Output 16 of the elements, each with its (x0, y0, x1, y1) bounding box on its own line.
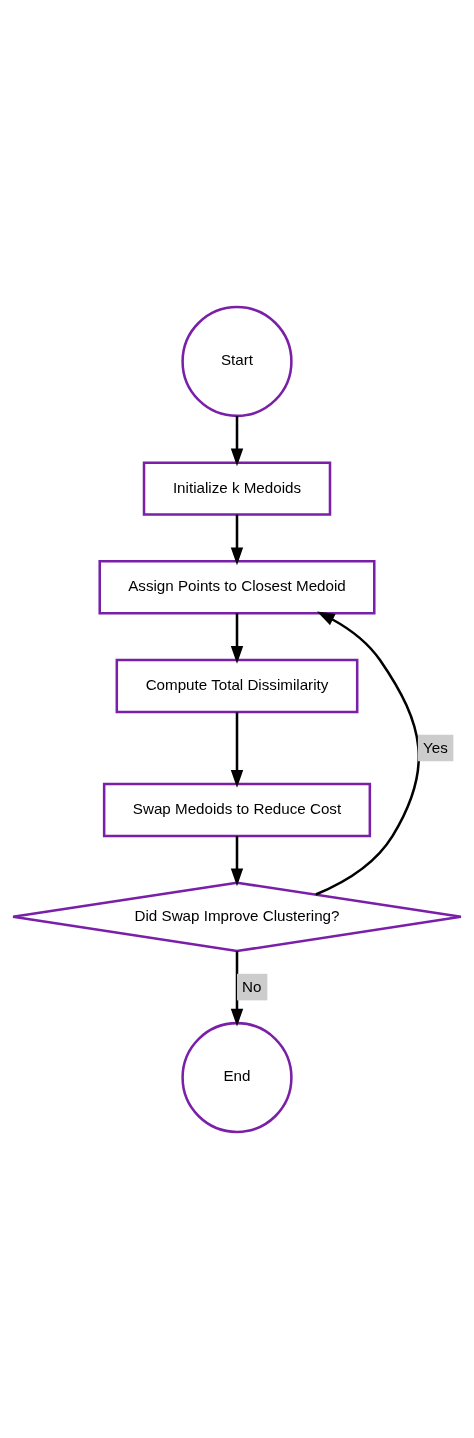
arrow (230, 415, 244, 466)
arrow (230, 950, 244, 1026)
arrow (230, 711, 244, 788)
arrow (230, 612, 244, 664)
node-circle: Start (181, 305, 293, 417)
node-box: Assign Points to Closest Medoid (98, 559, 376, 614)
node-box: Compute Total Dissimilarity (115, 658, 359, 713)
node-box: Initialize k Medoids (142, 460, 332, 516)
node-circle: End (181, 1021, 293, 1133)
arrow (230, 835, 244, 886)
arrow (315, 611, 420, 896)
edge-label: No (242, 977, 262, 995)
node-box: Swap Medoids to Reduce Cost (102, 782, 372, 837)
arrow (230, 514, 244, 565)
edge-label: Yes (422, 738, 448, 756)
node-diamond: Did Swap Improve Clustering? (11, 880, 463, 952)
